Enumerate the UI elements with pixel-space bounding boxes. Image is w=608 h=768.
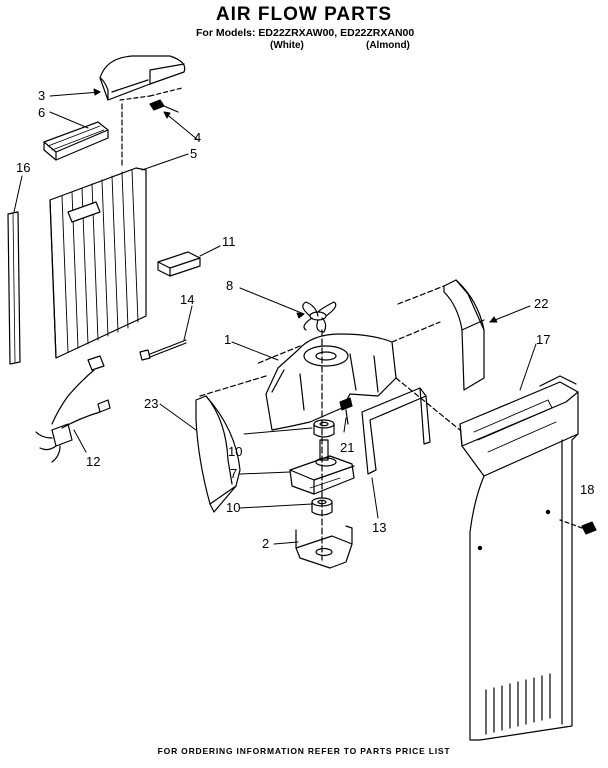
part-3-duct-cap	[99, 55, 186, 101]
ordering-footer-note: FOR ORDERING INFORMATION REFER TO PARTS …	[157, 746, 451, 756]
part-8-fan-blade	[302, 301, 337, 333]
model-numbers: For Models: ED22ZRXAW00, ED22ZRXAN00	[196, 27, 415, 39]
callout-leaders	[13, 88, 537, 545]
callout-11: 11	[222, 234, 236, 249]
part-10-grommet-upper	[313, 419, 335, 438]
part-14-thermistor	[139, 339, 187, 361]
callout-numbers: 3 6 4 5 16 11 14 8 22 17 1 23 21 10 7 10…	[16, 88, 594, 551]
callout-6: 6	[38, 105, 45, 120]
part-16-seal-strip	[7, 211, 21, 365]
callout-14: 14	[180, 292, 194, 307]
callout-21: 21	[340, 440, 354, 455]
callout-17: 17	[536, 332, 550, 347]
part-22-right-duct	[397, 279, 485, 391]
part-23-left-duct	[195, 375, 267, 513]
part-11-bracket	[157, 251, 201, 277]
variant-white-label: (White)	[270, 40, 304, 51]
part-4-screw	[149, 99, 179, 113]
part-12-wire-harness	[35, 355, 111, 463]
callout-7: 7	[230, 466, 237, 481]
diagram-title: AIR FLOW PARTS	[215, 4, 393, 25]
callout-13: 13	[372, 520, 386, 535]
variant-almond-label: (Almond)	[366, 40, 410, 51]
callout-1: 1	[224, 332, 231, 347]
callout-12: 12	[86, 454, 100, 469]
callout-4: 4	[194, 130, 201, 145]
callout-5: 5	[190, 146, 197, 161]
part-7-fan-motor	[289, 439, 355, 495]
part-17-air-channel	[459, 375, 579, 741]
callout-3: 3	[38, 88, 45, 103]
part-5-evaporator-cover	[49, 167, 147, 359]
callout-16: 16	[16, 160, 30, 175]
callout-22: 22	[534, 296, 548, 311]
part-18-screw	[559, 519, 597, 535]
part-2-motor-bracket	[295, 525, 353, 569]
callout-10-upper: 10	[228, 444, 242, 459]
part-6-foam-seal	[43, 121, 109, 161]
callout-10-lower: 10	[226, 500, 240, 515]
callout-8: 8	[226, 278, 233, 293]
part-10-grommet-lower	[311, 497, 333, 516]
part-13-gasket	[361, 387, 431, 475]
callout-18: 18	[580, 482, 594, 497]
callout-23: 23	[144, 396, 158, 411]
part-21-screw	[339, 397, 353, 425]
callout-2: 2	[262, 536, 269, 551]
part-1-fan-shroud	[265, 333, 397, 431]
